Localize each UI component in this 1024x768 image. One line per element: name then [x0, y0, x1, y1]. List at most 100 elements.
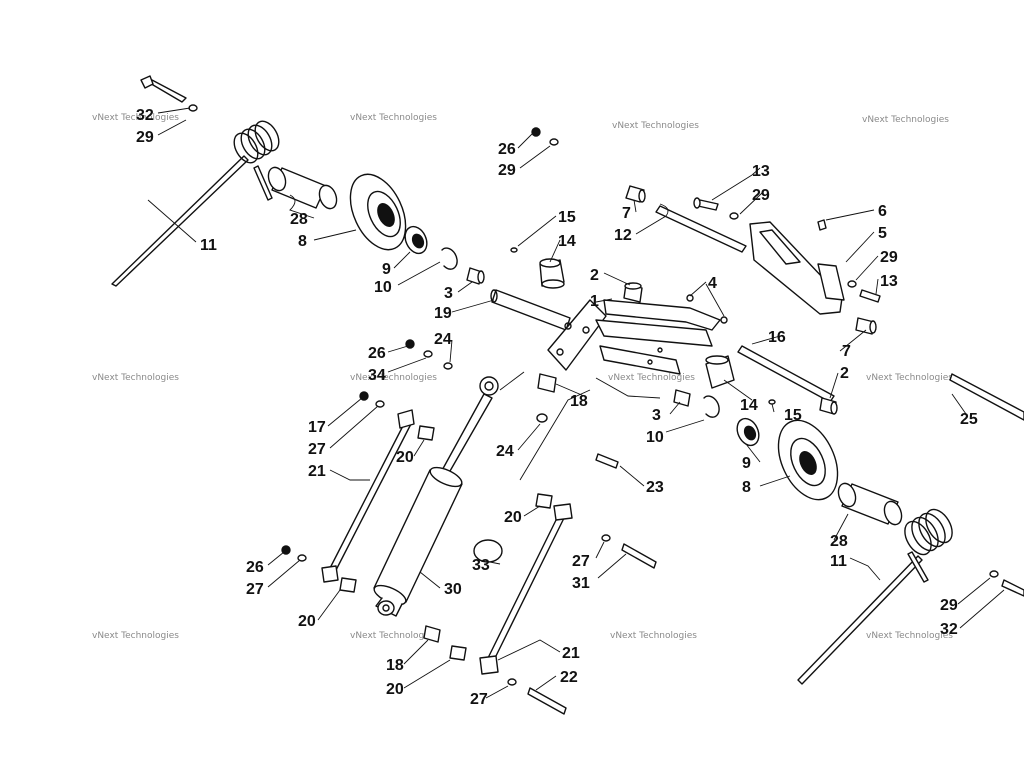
- callout-8: 8: [742, 479, 751, 496]
- callout-24: 24: [434, 331, 452, 348]
- torsion-spring-11-lower: [797, 508, 953, 685]
- callout-21: 21: [308, 463, 326, 480]
- link-rod-21-right: [479, 503, 573, 675]
- watermark: vNext Technologies: [92, 631, 179, 641]
- callout-13: 13: [880, 273, 898, 290]
- washer-29-right: [729, 212, 739, 220]
- callout-27: 27: [470, 691, 488, 708]
- grease-fitting-6: [817, 219, 827, 231]
- nut-26-upper: [531, 127, 541, 137]
- idler-wheel-8-lower: [777, 419, 839, 501]
- link-rod-21-left: [321, 409, 415, 583]
- callout-4: 4: [708, 275, 717, 292]
- washer-29-top: [549, 138, 559, 146]
- callout-10: 10: [374, 279, 392, 296]
- callout-16: 16: [768, 329, 786, 346]
- callout-7: 7: [622, 205, 631, 222]
- bushing-2-upper: [623, 282, 643, 303]
- callout-26: 26: [246, 559, 264, 576]
- callout-12: 12: [614, 227, 632, 244]
- callout-7: 7: [842, 343, 851, 360]
- pin-15-upper: [510, 247, 518, 253]
- rod-25: [949, 373, 1024, 421]
- bolt-32-lower: [1001, 579, 1024, 597]
- callout-17: 17: [308, 419, 326, 436]
- bushing-3-lower: [673, 389, 691, 407]
- watermark: vNext Technologies: [610, 631, 697, 641]
- nut-26-mid: [405, 339, 415, 349]
- watermark: vNext Technologies: [612, 121, 699, 131]
- bushing-7-upper: [625, 185, 646, 203]
- bushing-20c: [339, 577, 357, 593]
- callout-27: 27: [572, 553, 590, 570]
- pin-15-lower: [768, 399, 776, 405]
- callout-31: 31: [572, 575, 590, 592]
- callout-13: 13: [752, 163, 770, 180]
- washer-29-bracket: [847, 280, 857, 288]
- callout-27: 27: [308, 441, 326, 458]
- callout-33: 33: [472, 557, 490, 574]
- washer-27-bottom: [507, 678, 517, 686]
- callout-20: 20: [298, 613, 316, 630]
- callout-11: 11: [830, 553, 847, 570]
- callout-30: 30: [444, 581, 462, 598]
- callout-5: 5: [878, 225, 887, 242]
- screw-4a: [686, 294, 694, 302]
- washer-29-upper: [188, 104, 198, 112]
- callout-28: 28: [290, 211, 308, 228]
- callout-29: 29: [940, 597, 958, 614]
- callout-29: 29: [136, 129, 154, 146]
- bracket-5: [749, 221, 845, 315]
- callouts: 32 29 28 8 11 9 10 3 19 26 29 7 12 13 29…: [136, 107, 978, 708]
- bushing-7-lower: [855, 317, 877, 335]
- bolt-23: [595, 453, 619, 469]
- bushing-20b: [535, 493, 553, 509]
- callout-26: 26: [498, 141, 516, 158]
- bushing-20a: [417, 425, 435, 441]
- callout-3: 3: [652, 407, 661, 424]
- callout-29: 29: [498, 162, 516, 179]
- idler-wheel-8-upper: [349, 173, 407, 251]
- watermark: vNext Technologies: [866, 373, 953, 383]
- callout-9: 9: [742, 455, 751, 472]
- washer-34: [423, 350, 433, 358]
- callout-32: 32: [136, 107, 154, 124]
- bolt-22: [527, 687, 567, 715]
- callout-10: 10: [646, 429, 664, 446]
- callout-27: 27: [246, 581, 264, 598]
- bolt-32-upper: [140, 75, 187, 103]
- watermark: vNext Technologies: [92, 113, 179, 123]
- washer-27-right: [601, 534, 611, 542]
- callout-6: 6: [878, 203, 887, 220]
- bushing-20d: [449, 645, 467, 661]
- spacer-28-upper: [267, 166, 338, 210]
- watermark: vNext Technologies: [608, 373, 695, 383]
- watermark: vNext Technologies: [866, 631, 953, 641]
- bearing-9-lower: [736, 417, 760, 447]
- rod-16: [737, 345, 835, 403]
- washer-29-lower: [989, 570, 999, 578]
- callout-8: 8: [298, 233, 307, 250]
- bolt-31: [621, 543, 657, 569]
- bushing-18-lower: [423, 625, 441, 643]
- watermark: vNext Technologies: [862, 115, 949, 125]
- callout-18: 18: [570, 393, 588, 410]
- shaft-12: [655, 205, 747, 253]
- callout-26: 26: [368, 345, 386, 362]
- callout-24: 24: [496, 443, 514, 460]
- callout-21: 21: [562, 645, 580, 662]
- watermarks: vNext Technologies vNext Technologies vN…: [92, 113, 953, 641]
- callout-15: 15: [558, 209, 576, 226]
- bushing-2-lower: [819, 397, 838, 415]
- callout-14: 14: [740, 397, 758, 414]
- spacer-28-lower: [837, 482, 903, 526]
- snap-ring-10-lower: [703, 395, 720, 418]
- callout-23: 23: [646, 479, 664, 496]
- o-ring-33: [473, 539, 503, 563]
- rubber-stop-14-lower: [705, 355, 735, 389]
- leader-lines: [147, 107, 1005, 699]
- shock-absorber-30: [373, 376, 499, 617]
- callout-2: 2: [590, 267, 599, 284]
